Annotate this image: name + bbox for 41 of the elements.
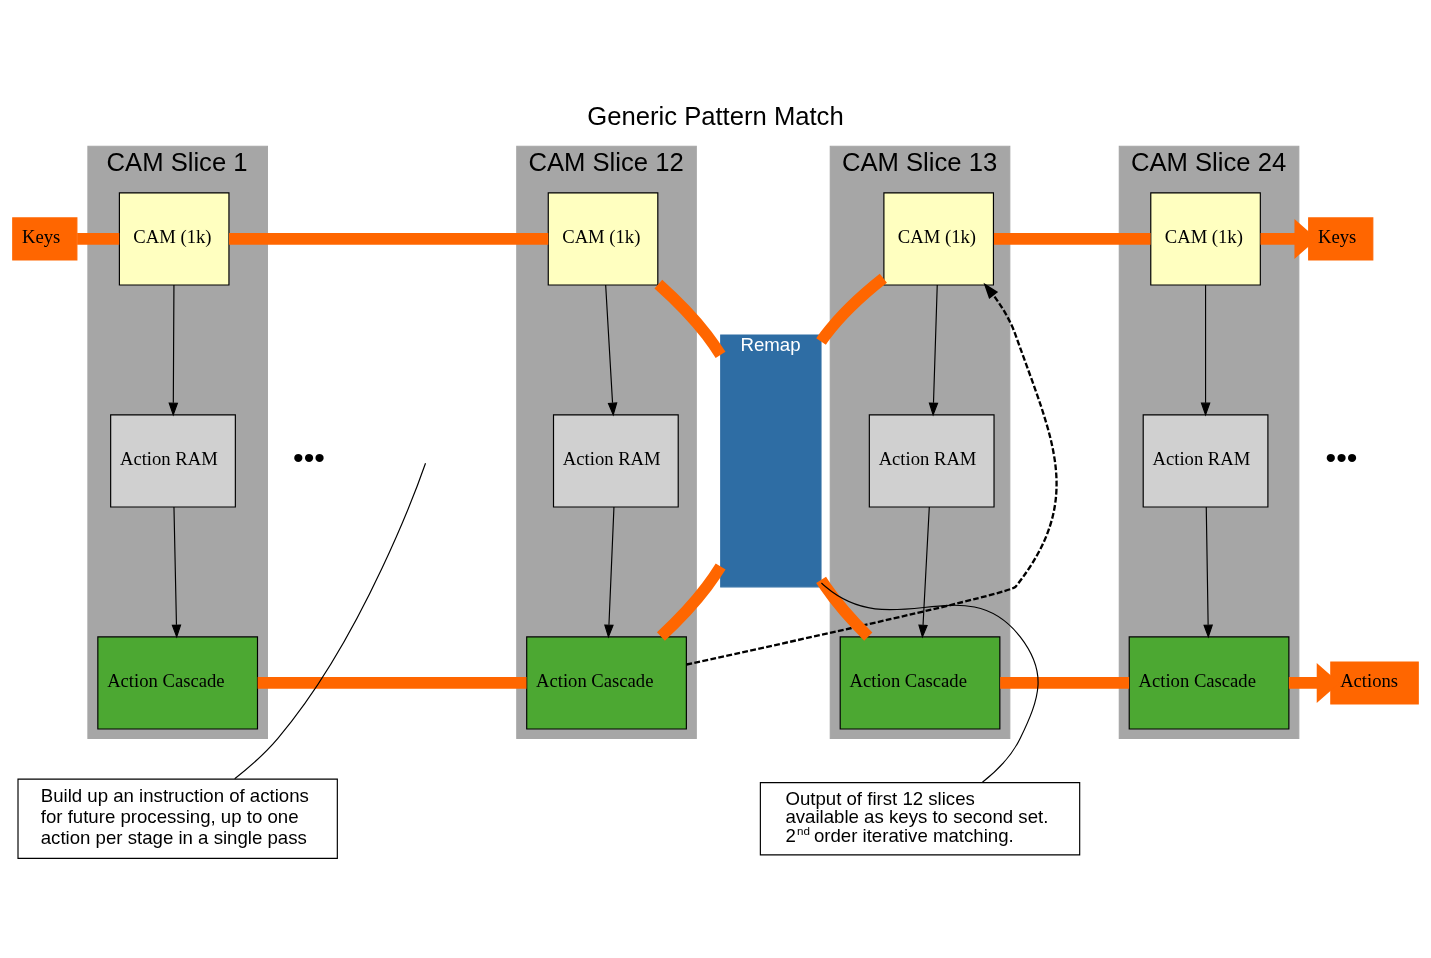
node-box: CAM (1k) [547, 192, 659, 286]
connector [77, 233, 120, 245]
arrow [168, 284, 179, 417]
connector [257, 677, 527, 689]
node-box: Remap [720, 334, 822, 588]
node-box: CAM (1k) [883, 192, 995, 286]
arrow [1200, 284, 1211, 417]
connector [816, 576, 873, 641]
node-box: Action Cascade [526, 636, 687, 730]
node-box: CAM (1k) [1150, 192, 1261, 286]
label: ••• [293, 441, 325, 475]
node-box: Action Cascade [97, 636, 259, 730]
node-box: Action Cascade [839, 636, 1001, 730]
arrow [1203, 506, 1214, 639]
connector [234, 462, 427, 780]
connector [1000, 677, 1130, 689]
connector [816, 273, 887, 345]
node-box: CAM (1k) [118, 192, 230, 286]
node-box: Action Cascade [1128, 636, 1290, 730]
arrow [171, 506, 182, 639]
arrow [918, 506, 930, 639]
arrow [928, 284, 939, 417]
node-box: Keys [1308, 217, 1374, 261]
node-box: Action RAM [110, 414, 236, 508]
label: ••• [1325, 441, 1358, 475]
diagram-title: Generic Pattern Match [587, 101, 844, 130]
node-box: Keys [12, 217, 78, 261]
node-box: Actions [1330, 661, 1419, 705]
node-box: Build up an instruction of actions for future processing, up to one action per stage in a single pass [17, 778, 338, 859]
connector [656, 563, 726, 641]
node-box: Action RAM [868, 414, 995, 508]
arrow [604, 506, 615, 639]
node-box: Action RAM [1142, 414, 1269, 508]
node-box: Output of first 12 slices available as keys to second set. 2$^{nd}$ order iterative matching. [759, 782, 1081, 856]
connector [820, 582, 1039, 783]
connector [993, 233, 1151, 245]
arrow [605, 284, 618, 417]
connector [229, 233, 549, 245]
arrow [686, 282, 1058, 666]
connector [654, 279, 726, 359]
node-box: Action RAM [552, 414, 679, 508]
